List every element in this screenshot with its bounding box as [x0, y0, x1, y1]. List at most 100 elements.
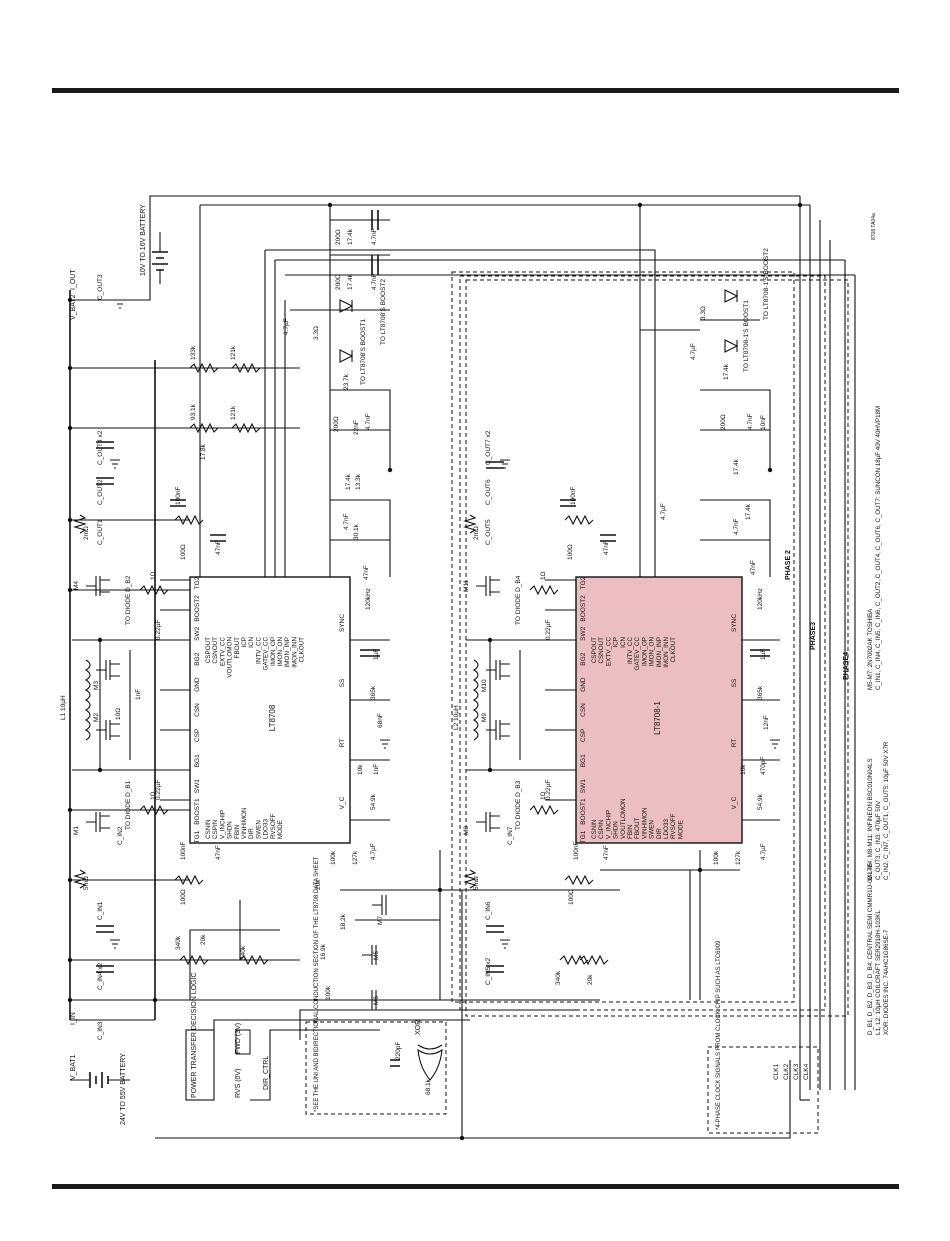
- capacitor-label: 100nF: [175, 487, 182, 505]
- iin-label: I_IN: [70, 1012, 77, 1025]
- resistor-label: 17.8k: [200, 443, 207, 460]
- ic-pin-label: SYNC: [339, 614, 346, 632]
- inductor-l1-label: L1 10µH: [60, 695, 67, 720]
- resistor-label: 1Ω: [540, 791, 547, 800]
- sense-resistor-icon: [73, 514, 477, 889]
- ic-pin-label: TG1: [580, 830, 587, 843]
- dir-ctrl-label: DIR_CTRL: [263, 1056, 270, 1090]
- capacitor-label: 4.7nF: [733, 518, 740, 535]
- to-diode-db1-label: TO DIODE D_B1: [125, 780, 132, 830]
- resistor-label: 100k: [325, 985, 332, 1000]
- phase2-label: PHASE 2: [785, 550, 792, 580]
- ic-pin-label: SHDN: [613, 821, 620, 839]
- ic-pin-label: SWEN: [255, 820, 262, 839]
- ic-pin-label: CSN: [580, 703, 587, 717]
- ic-pin-label: CSNIN: [205, 819, 212, 839]
- resistor-label: 1Ω: [540, 571, 547, 580]
- ic-pin-label: EXTV_CC: [219, 637, 226, 666]
- resistor-label: 30.1k: [353, 523, 360, 540]
- battery-low-label: 24V TO 55V BATTERY: [120, 1053, 127, 1125]
- capacitor-label: 220pF: [395, 1042, 402, 1060]
- mosfet-label: M6: [373, 996, 380, 1005]
- resistor-label: 133k: [190, 345, 197, 360]
- resistor-label: 340k: [240, 945, 247, 960]
- xor-gate-icon: [417, 1044, 443, 1081]
- ground-icon: [110, 299, 780, 949]
- resistor-label: 127k: [352, 850, 359, 865]
- ic-pin-label: LDO33: [263, 819, 270, 839]
- ic-pin-label: GND: [580, 677, 587, 692]
- ic-pin-label: CSNOUT: [212, 637, 219, 664]
- capacitor-label: 470pF: [760, 757, 767, 775]
- resistor-label: 20k: [315, 879, 322, 890]
- mosfet-label: M8: [463, 826, 470, 835]
- resistor-label: 100k: [330, 850, 337, 865]
- to-diode-db4-label: TO DIODE D_B4: [515, 575, 522, 625]
- resistor-icon: [139, 362, 609, 966]
- capacitor-label: 1nF: [135, 689, 142, 700]
- phase-boxes: [305, 271, 849, 1134]
- iout-label: I_OUT: [70, 269, 77, 290]
- uni-note-label: *SEE THE UNI AND BIDIRECTIONAL CONDUCTIO…: [314, 856, 320, 1112]
- ic-pin-label: BG1: [194, 754, 201, 767]
- ic-pin-label: IMON_INN: [663, 637, 670, 668]
- resistor-label: 17.4k: [745, 503, 752, 520]
- resistor-label: 17.4k: [723, 363, 730, 380]
- ic-pin-label: RVSOFF: [670, 813, 677, 839]
- ic-pin-label: FBIN: [234, 824, 241, 839]
- ic-pin-label: V_INCHIP: [219, 810, 226, 839]
- ic-pin-label: VINHIMON: [241, 807, 248, 839]
- ic-lt8708-body: [189, 576, 351, 844]
- rvs-label: RVS (0V): [235, 1069, 242, 1098]
- mosfet-label: M9: [481, 713, 488, 722]
- ic-lt8708-1-label: LT8708-1: [653, 701, 662, 735]
- ic-pin-label: IMON_OP: [641, 637, 648, 666]
- power-logic-label: POWER TRANSFER DECISION LOGIC: [191, 973, 198, 1099]
- to-boost2-label: TO LT8708'S BOOST2: [380, 279, 387, 345]
- capacitor-label: C_IN7: [507, 826, 514, 845]
- ic-pin-label: GATEV_CC: [634, 637, 641, 671]
- resistor-label: 54.9k: [757, 793, 764, 810]
- capacitor-label: 12nF: [763, 715, 770, 730]
- ic-pin-label: IMON_ON: [277, 637, 284, 667]
- vbat1-label: V_BAT1: [70, 1054, 77, 1080]
- capacitor-label: 22nF: [353, 420, 360, 435]
- resistor-label: 100Ω: [180, 889, 187, 905]
- ic-pin-label: ICP: [241, 637, 248, 648]
- ic-pin-label: DIR: [656, 828, 663, 839]
- text-labels: V_BAT1 I_IN 24V TO 55V BATTERY V_BAT2 I_…: [60, 204, 877, 1130]
- ic-pin-label: ICN: [248, 637, 255, 648]
- ic-pin-label: BOOST2: [194, 595, 201, 622]
- capacitor-label: C_OUT3: [97, 274, 104, 300]
- ic-pin-label: BOOST2: [580, 595, 587, 622]
- ic-pin-label: BG1: [580, 754, 587, 767]
- ic-pin-label: LDO33: [663, 819, 670, 839]
- capacitor-label: 1nF: [373, 764, 380, 775]
- resistor-label: 20k: [587, 974, 594, 985]
- ic-pin-label: VINHIMON: [641, 807, 648, 839]
- resistor-label: 100Ω: [568, 889, 575, 905]
- ic-pin-label: BOOST1: [580, 798, 587, 825]
- ic-pin-label: TG2: [194, 576, 201, 589]
- resistor-label: 1Ω: [150, 791, 157, 800]
- capacitor-label: 4.7µF: [283, 318, 290, 335]
- ic-pin-label: SS: [731, 678, 738, 687]
- capacitor-label: 4.7µF: [760, 843, 767, 860]
- ic-pin-label: CSPOUT: [591, 637, 598, 663]
- inductor-l2-label: L2 10µH: [453, 705, 460, 730]
- capacitor-label: 4.7nF: [365, 413, 372, 430]
- resistor-label: 13.3k: [355, 473, 362, 490]
- to-boost1-label: TO LT8708'S BOOST1: [360, 319, 367, 385]
- ic-pin-label: FBIN: [627, 824, 634, 839]
- resistor-label: 17.4k: [347, 273, 354, 290]
- resistor-label: 200Ω: [720, 414, 727, 430]
- capacitor-label: C_OUT1: [97, 519, 104, 545]
- ic-pin-label: IMON_OP: [270, 637, 277, 666]
- ic-pin-label: IMON_INN: [291, 637, 298, 668]
- capacitor-label: 4.7µF: [660, 503, 667, 520]
- capacitor-label: 4.7nF: [371, 273, 378, 290]
